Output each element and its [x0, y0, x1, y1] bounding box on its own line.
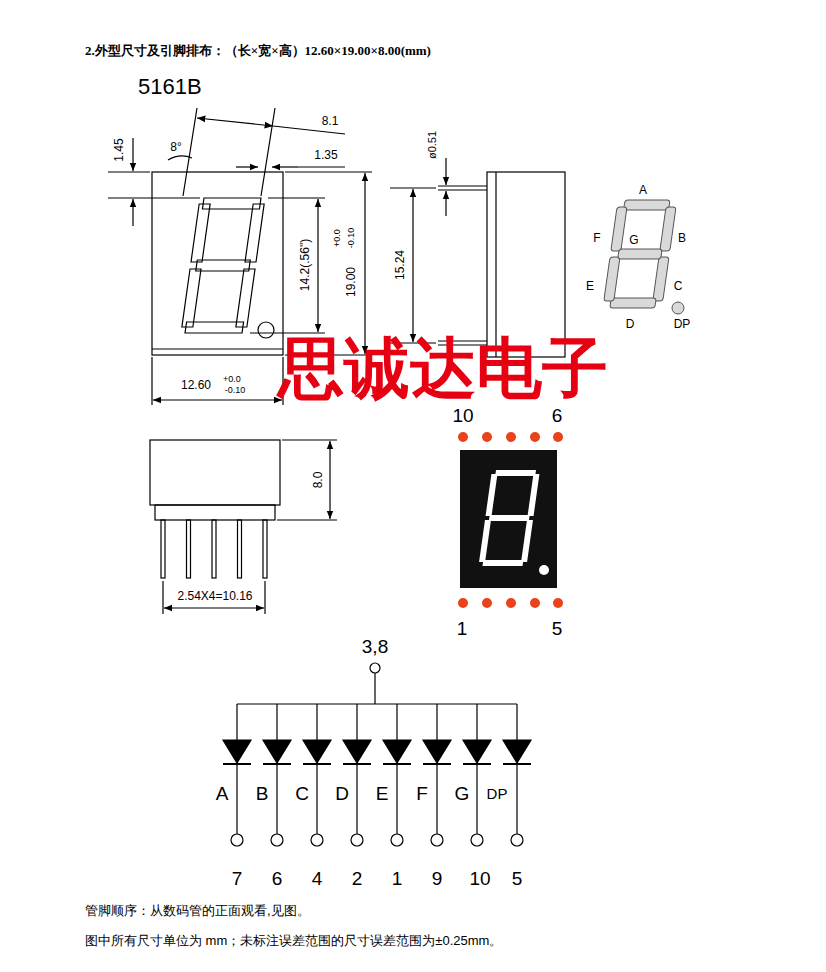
- segment-label: DP: [674, 318, 691, 330]
- segment-label: G: [455, 784, 470, 803]
- display-image: [458, 432, 563, 608]
- pin-number: 9: [432, 869, 443, 888]
- segment-label: F: [416, 784, 428, 803]
- pin-number: 1: [457, 619, 468, 638]
- segment-label: G: [629, 234, 638, 246]
- part-number: 5161B: [138, 76, 202, 98]
- segment-diagram: [603, 200, 684, 314]
- dimension-text: 14.2(.56"): [299, 239, 311, 291]
- note-text: 图中所有尺寸单位为 mm；未标注误差范围的尺寸误差范围为±0.25mm。: [85, 934, 502, 947]
- pin-number: 10: [452, 406, 473, 425]
- dimension-text: 2.54X4=10.16: [177, 590, 252, 602]
- segment-label: C: [295, 784, 309, 803]
- pin-number: 7: [232, 869, 243, 888]
- segment-label: B: [256, 784, 269, 803]
- dimension-text: 19.00: [345, 267, 357, 297]
- common-pin-label: 3,8: [362, 637, 388, 656]
- tolerance-text: -0.10: [347, 228, 356, 249]
- note-text: 管脚顺序：从数码管的正面观看,见图。: [85, 904, 310, 917]
- angle-text: 8°: [170, 141, 181, 153]
- tolerance-text: +0.0: [333, 229, 342, 247]
- segment-label: D: [626, 318, 635, 330]
- dimension-text: 1.35: [314, 149, 337, 161]
- title: 2.外型尺寸及引脚排布：（长×宽×高）12.60×19.00×8.00(mm): [85, 44, 431, 57]
- dimension-text: ø0.51: [427, 131, 438, 159]
- segment-label: C: [674, 280, 683, 292]
- led-circuit: [223, 663, 531, 846]
- segment-label: D: [335, 784, 349, 803]
- dimension-text: 15.24: [394, 250, 406, 280]
- pin-number: 4: [312, 869, 323, 888]
- bottom-view: [150, 440, 337, 614]
- segment-label: F: [593, 232, 600, 244]
- dimension-text: 12.60: [181, 379, 211, 391]
- segment-label: DP: [487, 786, 508, 801]
- pin-number: 6: [272, 869, 283, 888]
- segment-label: A: [216, 784, 229, 803]
- watermark: 思诚达电子: [278, 335, 608, 401]
- segment-label: B: [678, 232, 686, 244]
- pin-number: 5: [552, 619, 563, 638]
- dimension-text: 8.0: [312, 472, 324, 489]
- side-view: [390, 158, 565, 357]
- segment-label: A: [639, 184, 647, 196]
- pin-number: 5: [512, 869, 523, 888]
- dimension-text: 8.1: [322, 115, 339, 127]
- tolerance-text: -0.10: [225, 386, 246, 395]
- pin-number: 2: [352, 869, 363, 888]
- dimension-text: 1.45: [113, 138, 125, 161]
- pin-number: 1: [392, 869, 403, 888]
- pin-number: 10: [469, 869, 490, 888]
- segment-label: E: [376, 784, 389, 803]
- pin-number: 6: [552, 406, 563, 425]
- segment-label: E: [586, 280, 594, 292]
- tolerance-text: +0.0: [223, 375, 241, 384]
